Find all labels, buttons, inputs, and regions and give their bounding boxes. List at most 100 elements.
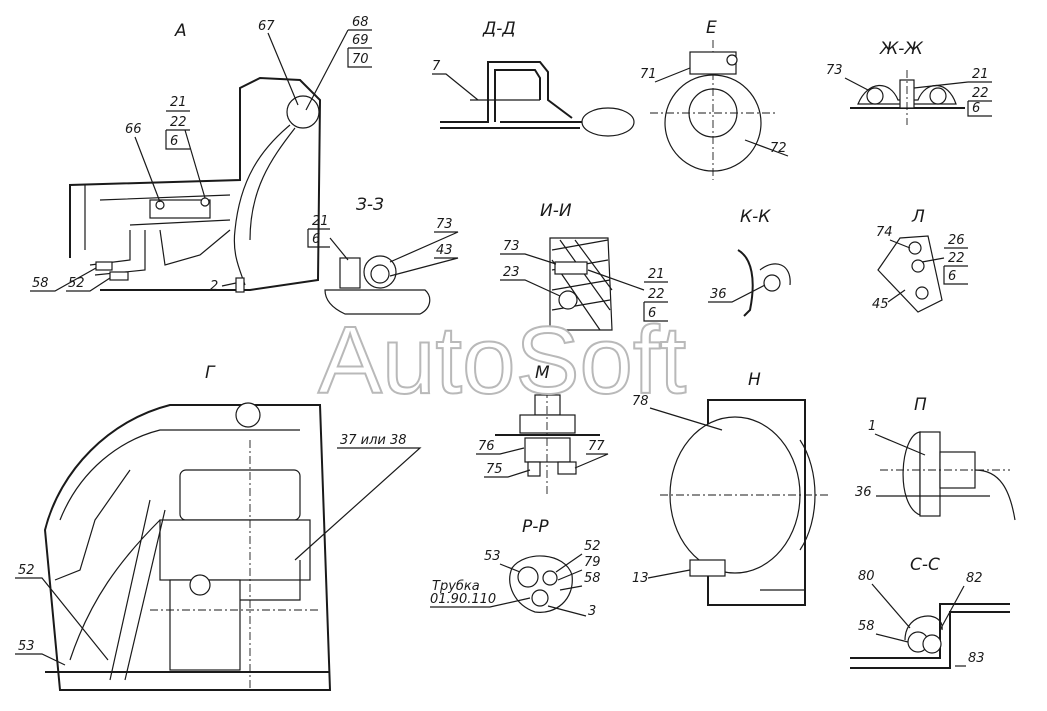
view-a-label-2: 2	[210, 279, 218, 294]
view-a-bolt-right	[200, 197, 210, 207]
view-zz-leader-43	[389, 257, 459, 277]
view-g-label-37-38: 37 или 38	[340, 433, 407, 448]
view-g-starter-body	[179, 469, 301, 521]
view-ii-label-6: 6	[648, 306, 656, 321]
view-a-leaders-bottom	[30, 267, 111, 292]
view-ii-bolt	[554, 261, 588, 275]
view-l-leader-45	[887, 289, 906, 303]
view-dd: Д-Д 7	[432, 19, 635, 137]
view-a-leaders-mid	[165, 110, 206, 199]
view-zhzh-leaders	[913, 81, 992, 117]
view-g-top-bolt	[235, 402, 261, 428]
view-m-term-right	[557, 461, 577, 475]
view-rr-title: Р-Р	[522, 517, 549, 537]
view-g-pipes	[69, 499, 301, 681]
view-rr-leader-note	[430, 597, 531, 608]
view-a-label-68: 68	[352, 15, 369, 30]
view-zz-label-43: 43	[436, 243, 453, 258]
view-zz-label-6: 6	[312, 232, 320, 247]
view-ss-label-80: 80	[858, 569, 875, 584]
view-n-mount	[689, 559, 726, 577]
view-zhzh-label-21: 21	[972, 67, 989, 82]
view-l-title: Л	[911, 207, 925, 227]
view-a-label-70: 70	[352, 52, 369, 67]
view-n-title: Н	[748, 370, 761, 390]
view-ss-clip	[904, 615, 943, 641]
view-dd-profile	[440, 61, 600, 123]
view-e: Е 71 72	[640, 18, 789, 180]
view-l-label-74: 74	[876, 225, 893, 240]
view-g-inner	[54, 429, 300, 581]
view-ii: И-И 73 23 21 22 6	[500, 201, 668, 331]
view-zhzh-label-73: 73	[826, 63, 843, 78]
view-n-label-78: 78	[632, 394, 649, 409]
view-l-label-26: 26	[948, 233, 965, 248]
view-ss: С-С 80 82 58 83	[850, 555, 1010, 669]
view-g: Г 37 или 38 52 53	[15, 363, 422, 691]
view-dd-title: Д-Д	[482, 19, 516, 39]
view-a-connector-2	[109, 271, 129, 281]
view-zhzh-leader-73	[844, 77, 869, 91]
view-e-bolt	[726, 54, 738, 66]
view-a-connector-1	[95, 261, 113, 271]
view-a-label-67: 67	[258, 19, 275, 34]
view-p-label-36: 36	[855, 485, 872, 500]
view-m-leader-77	[574, 453, 609, 469]
view-g-label-52: 52	[18, 563, 35, 578]
view-ii-label-23: 23	[503, 265, 520, 280]
view-e-inner	[688, 88, 738, 138]
view-rr-label-79: 79	[584, 555, 601, 570]
view-dd-label-7: 7	[432, 59, 441, 74]
view-zz-tube	[370, 264, 390, 284]
view-n-leader-13	[647, 569, 691, 579]
view-zz-leader-73	[389, 231, 459, 263]
view-rr-label-53: 53	[484, 549, 501, 564]
view-kk-clip	[759, 263, 791, 286]
view-ii-label-22: 22	[648, 287, 665, 302]
view-ss-label-82: 82	[966, 571, 983, 586]
view-a-label-52: 52	[68, 276, 85, 291]
view-ii-label-21: 21	[648, 267, 665, 282]
view-m: М 76 77 75	[476, 363, 609, 495]
view-ii-leader-23	[500, 279, 561, 297]
view-g-bolt	[189, 574, 211, 596]
view-p-title: П	[914, 395, 927, 415]
view-zz-leaders-left	[307, 228, 349, 261]
view-l-hole-mid	[911, 259, 925, 273]
view-rr-leader-52	[555, 553, 583, 573]
view-m-body	[524, 437, 571, 463]
view-a-bolt-left	[155, 200, 165, 210]
view-kk-leader-36	[708, 284, 766, 303]
view-e-label-71: 71	[640, 67, 657, 82]
view-p-housing	[919, 431, 941, 517]
view-e-leader-71	[654, 67, 691, 83]
view-g-starter-base	[159, 519, 311, 581]
view-zz-label-73: 73	[436, 217, 453, 232]
view-rr-tube-right	[542, 570, 558, 586]
watermark: AutoSoft	[318, 307, 686, 414]
view-m-leader-76	[476, 447, 525, 455]
view-ii-leader-73	[500, 253, 557, 265]
view-e-label-72: 72	[770, 141, 787, 156]
view-l-leader-74	[889, 239, 911, 249]
view-ss-leader-82	[939, 585, 965, 631]
view-zhzh-tube-right	[929, 87, 947, 105]
view-rr-label-3: 3	[588, 604, 596, 619]
view-a-leader-66	[134, 136, 161, 203]
view-ii-tube	[558, 290, 578, 310]
view-m-term-left	[527, 461, 541, 477]
view-p-leader-1	[874, 433, 926, 456]
view-a-label-21: 21	[170, 95, 187, 110]
view-zz-label-21: 21	[312, 214, 329, 229]
view-dd-grommet	[581, 107, 635, 137]
view-zhzh: Ж-Ж 73 21 22 6	[826, 39, 992, 125]
view-rr-leader-58	[559, 585, 583, 591]
view-l-label-45: 45	[872, 297, 889, 312]
view-zz-base	[324, 289, 431, 315]
view-zhzh-label-6: 6	[972, 101, 980, 116]
view-ss-leader-80	[871, 583, 911, 629]
view-m-label-76: 76	[478, 439, 495, 454]
view-a-label-6: 6	[170, 134, 178, 149]
view-n: Н 78 13	[632, 370, 830, 606]
view-kk-title: К-К	[740, 207, 771, 227]
